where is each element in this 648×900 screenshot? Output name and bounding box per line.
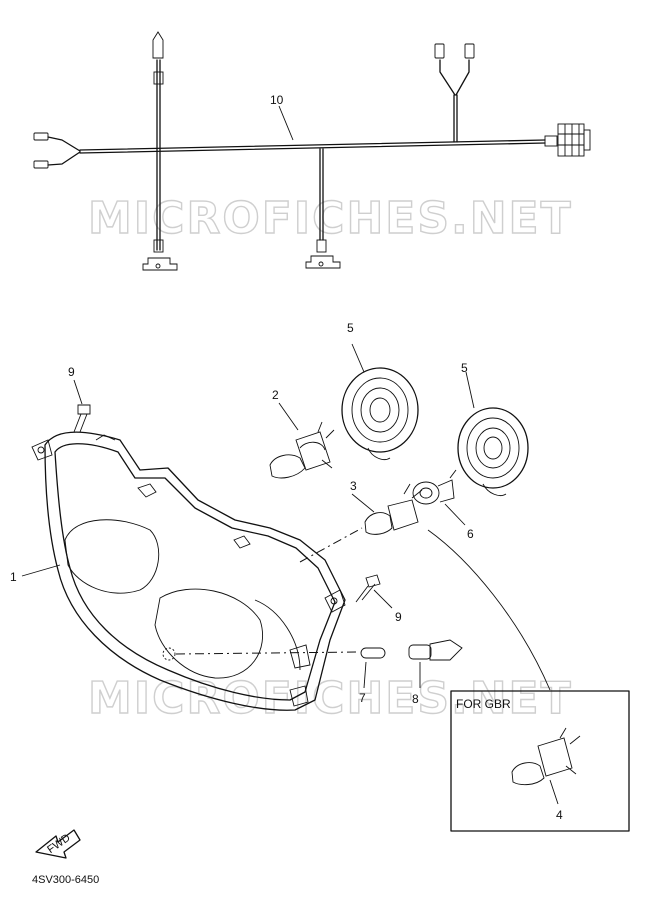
callout-4: 4	[556, 808, 563, 822]
callout-1: 1	[10, 570, 17, 584]
callout-5-left: 5	[347, 321, 354, 335]
callout-7: 7	[359, 691, 366, 705]
bulb-socket	[412, 469, 466, 526]
callout-5-right: 5	[461, 361, 468, 375]
dust-cover-right	[457, 371, 529, 496]
callout-9-upper: 9	[68, 365, 75, 379]
bolt-upper	[73, 379, 91, 433]
bolt-lower	[355, 574, 393, 609]
callout-6: 6	[467, 527, 474, 541]
callout-2: 2	[272, 388, 279, 402]
forward-arrow	[35, 829, 81, 859]
callout-8: 8	[412, 692, 419, 706]
callout-9-lower: 9	[395, 610, 402, 624]
headlight-assembly	[21, 431, 346, 711]
gbr-inset	[450, 690, 630, 832]
position-bulb	[162, 647, 386, 689]
dust-cover-left	[341, 343, 419, 460]
watermark-top: MICROFICHES.NET	[88, 193, 573, 244]
fwd-label: FWD	[45, 832, 72, 856]
bulb-h4	[269, 402, 335, 479]
bulb-main	[299, 483, 423, 563]
inset-label: FOR GBR	[456, 697, 511, 711]
diagram-code: 4SV300-6450	[32, 874, 99, 886]
callout-3: 3	[350, 479, 357, 493]
position-bulb-socket	[408, 639, 463, 688]
inset-leader	[427, 529, 551, 691]
watermark-bottom: MICROFICHES.NET	[88, 673, 573, 724]
callout-10: 10	[270, 93, 284, 107]
wire-harness	[33, 31, 591, 271]
